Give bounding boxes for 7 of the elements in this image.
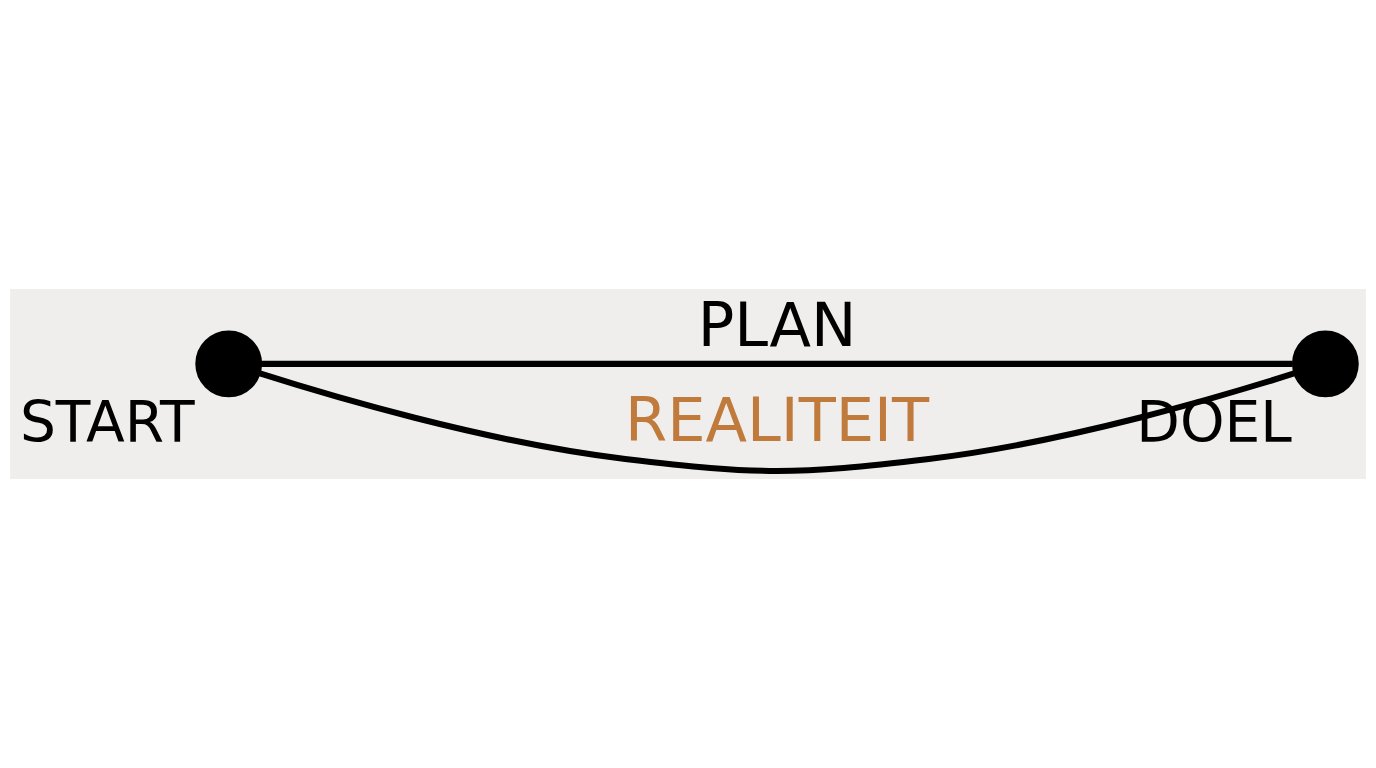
node-label: START	[19, 388, 195, 455]
connector	[261, 360, 1293, 367]
connector	[259, 370, 1295, 474]
node-circle	[195, 330, 263, 398]
node-circle	[1292, 330, 1359, 398]
edge-label: REALITEIT	[624, 384, 930, 455]
edge-label: PLAN	[697, 289, 857, 360]
